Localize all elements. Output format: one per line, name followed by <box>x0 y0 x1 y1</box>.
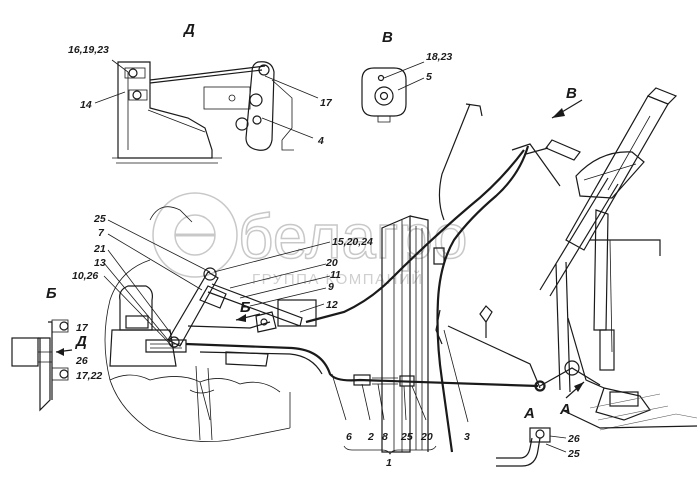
callout-21: 21 <box>93 243 106 255</box>
watermark-subtitle: ГРУППА КОМПАНИЙ <box>252 270 423 288</box>
view-label-v-top: В <box>382 29 393 46</box>
callout-20-bottom: 20 <box>420 431 433 443</box>
view-label-a-bottom: А <box>523 405 535 422</box>
view-b-detail: Б 17 Д 26 17,22 <box>11 285 102 412</box>
callout-17-top: 17 <box>320 97 333 109</box>
callout-17-22: 17,22 <box>76 370 102 382</box>
callout-20: 20 <box>325 257 338 269</box>
callout-14: 14 <box>80 99 92 111</box>
view-label-b-mid: Б <box>240 299 251 316</box>
watermark-brand: белагро <box>238 203 467 272</box>
center-panel <box>381 215 429 453</box>
callout-18-23: 18,23 <box>426 51 452 63</box>
callout-4: 4 <box>317 135 324 147</box>
callout-5: 5 <box>426 71 432 83</box>
callout-17-left: 17 <box>76 322 89 334</box>
view-label-a-arrow: А <box>559 401 571 418</box>
view-label-b-left: Б <box>46 285 57 302</box>
left-callouts: 25 7 21 13 10,26 15,20,24 20 11 9 12 Б <box>72 213 373 347</box>
callout-2: 2 <box>367 431 374 443</box>
steering-column <box>511 87 697 431</box>
callout-25-right: 25 <box>567 448 580 460</box>
callout-25-left: 25 <box>93 213 106 225</box>
watermark-logo-outer <box>152 192 238 278</box>
callout-9: 9 <box>328 281 334 293</box>
view-a-detail: А 26 25 А <box>496 381 585 467</box>
callout-1: 1 <box>386 457 392 469</box>
left-lever <box>104 206 317 443</box>
callout-12: 12 <box>326 299 338 311</box>
callout-26-left: 26 <box>75 355 88 367</box>
callout-6: 6 <box>346 431 352 443</box>
callout-15-20-24: 15,20,24 <box>332 236 373 248</box>
callout-8: 8 <box>382 431 388 443</box>
view-label-v-arrow: В <box>566 85 577 102</box>
callout-26-right: 26 <box>567 433 580 445</box>
view-d-detail: 16,19,23 14 17 4 Д <box>68 21 333 164</box>
view-v-detail: В 18,23 5 <box>361 29 452 123</box>
view-label-d-top: Д <box>182 21 195 38</box>
callout-11: 11 <box>330 269 341 281</box>
callout-13: 13 <box>94 257 106 269</box>
control-cable <box>305 103 541 453</box>
callout-25-bottom: 25 <box>400 431 413 443</box>
rod-assembly <box>185 342 545 391</box>
callout-10-26: 10,26 <box>72 270 98 282</box>
view-label-d-left: Д <box>74 333 87 350</box>
watermark: белагро ГРУППА КОМПАНИЙ <box>152 192 468 288</box>
view-v-arrow: В <box>551 85 583 119</box>
bottom-callouts: 6 2 8 25 20 3 1 <box>331 329 470 469</box>
callout-3: 3 <box>464 431 470 443</box>
callout-16-19-23: 16,19,23 <box>68 44 109 56</box>
callout-7: 7 <box>98 227 105 239</box>
